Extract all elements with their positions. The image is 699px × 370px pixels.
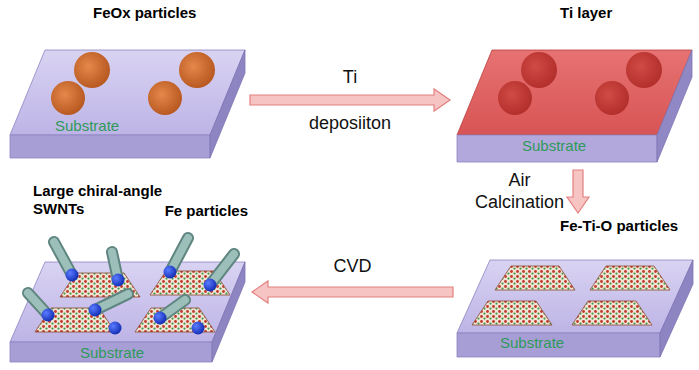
substrate-label: Substrate [522, 138, 586, 153]
panel-title: Ti layer [560, 4, 612, 22]
panel-title: FeOx particles [93, 4, 196, 22]
fe-ti-o-particle [495, 266, 575, 290]
feox-particle [51, 81, 85, 115]
fe-ball [154, 312, 167, 325]
fe-ball [89, 304, 102, 317]
slab-side [210, 50, 245, 158]
ti-particle [521, 52, 557, 88]
slab-front [10, 135, 210, 158]
slab-top [457, 260, 693, 333]
ti-particle [498, 81, 532, 115]
feox-particle [74, 52, 110, 88]
panel-title: Large chiral-angle SWNTs [33, 182, 183, 218]
panel-title: Fe-Ti-O particles [560, 217, 678, 235]
slab-front [10, 342, 212, 362]
fe-ball [109, 322, 122, 335]
ti-particle [626, 52, 662, 88]
substrate-slab [10, 238, 245, 362]
slab-front [457, 333, 660, 357]
substrate-slab [457, 260, 693, 357]
nanotube [28, 238, 234, 318]
feox-particle [148, 81, 182, 115]
fe-ball [204, 279, 217, 292]
fe-ti-o-particle [472, 266, 670, 325]
substrate-slab [457, 50, 692, 162]
fe-ti-o-particle [472, 301, 552, 325]
process-arrow [250, 89, 450, 111]
slab-top [457, 50, 692, 135]
fe-ball [192, 322, 205, 335]
particle-label: Fe particles [165, 202, 248, 220]
substrate-label: Substrate [80, 345, 144, 360]
fe-ti-o-particle [572, 301, 652, 325]
feox-particle [179, 52, 215, 88]
fe-ti-o-particle [590, 266, 670, 290]
process-panel: Fe-Ti-O particlesSubstrate [455, 215, 695, 362]
process-arrow [567, 170, 589, 213]
step-label: Air Calcination [475, 170, 564, 213]
slab-front [457, 135, 657, 162]
fe-ball [164, 266, 177, 279]
slab-top [10, 262, 245, 342]
slab-side [657, 50, 692, 162]
substrate-label: Substrate [55, 118, 119, 133]
fe-ball [112, 274, 125, 287]
slab-side [660, 260, 693, 357]
substrate-label: Substrate [500, 335, 564, 350]
slab-top [10, 50, 245, 135]
process-panel: Ti layerSubstrate [452, 0, 696, 168]
process-panel: FeOx particlesSubstrate [8, 0, 248, 165]
ti-particle [595, 81, 629, 115]
fe-ball [42, 266, 217, 335]
process-arrow [252, 281, 453, 303]
step-label: CVD [333, 256, 371, 278]
step-label: Ti deposiiton [309, 54, 391, 146]
substrate-slab [10, 50, 245, 158]
process-panel: Large chiral-angle SWNTsFe particlesSubs… [5, 178, 250, 365]
fe-ball [66, 269, 79, 282]
fe-ball [42, 309, 55, 322]
